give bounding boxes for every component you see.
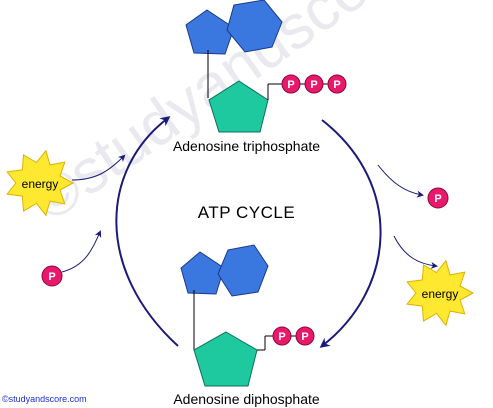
phosphate-input-arrow — [61, 230, 102, 273]
phosphate-symbol: P — [287, 79, 294, 91]
cycle-arrow-left — [115, 116, 179, 347]
phosphate-symbol: P — [310, 79, 317, 91]
cycle-title: ATP CYCLE — [197, 203, 296, 222]
atp-hexagon-ring — [226, 0, 283, 53]
phosphate-symbol: P — [301, 331, 308, 343]
atp-phosphate-3: P — [327, 74, 347, 94]
atp-ribose-pentagon — [208, 80, 269, 133]
energy-label: energy — [422, 287, 459, 301]
energy-burst-output: energy — [406, 259, 475, 327]
atp-phosphate-1: P — [281, 74, 301, 94]
adp-pentagon-ring — [180, 251, 225, 295]
adp-phosphate-2: P — [295, 326, 315, 346]
adp-ribose-pentagon — [193, 331, 258, 387]
energy-label: energy — [22, 177, 59, 191]
cycle-arrow-right — [319, 119, 382, 348]
atp-label: Adenosine triphosphate — [172, 138, 321, 154]
phosphate-symbol: P — [48, 271, 55, 283]
energy-burst-input: energy — [6, 149, 75, 217]
phosphate-symbol: P — [333, 79, 340, 91]
adp-hexagon-ring — [217, 244, 269, 297]
phosphate-input: P — [41, 265, 63, 287]
adp-molecule: P P — [180, 244, 315, 387]
atp-pentagon-ring — [185, 9, 235, 55]
atp-phosphate-2: P — [304, 74, 324, 94]
adp-phosphate-1: P — [272, 326, 292, 346]
phosphate-symbol: P — [434, 193, 441, 205]
phosphate-symbol: P — [278, 331, 285, 343]
phosphate-output-arrow — [377, 164, 424, 198]
energy-input-arrow — [71, 154, 126, 181]
phosphate-output: P — [427, 187, 449, 209]
energy-output-arrow — [393, 235, 438, 269]
adp-label: Adenosine diphosphate — [173, 391, 320, 407]
atp-molecule: P P P — [185, 0, 347, 133]
copyright-link[interactable]: ©studyandscore.com — [2, 394, 87, 404]
